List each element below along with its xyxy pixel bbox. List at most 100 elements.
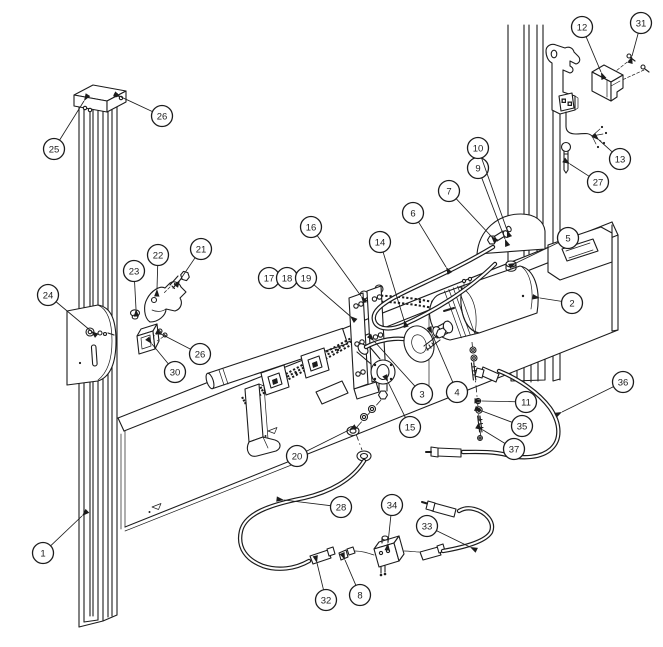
elbow-fitting bbox=[356, 343, 396, 400]
leader-line bbox=[306, 424, 357, 452]
callout-number: 2 bbox=[569, 298, 574, 309]
callout-17-10: 17 bbox=[257, 266, 281, 290]
leader-line bbox=[455, 198, 499, 244]
callout-balloon bbox=[401, 201, 425, 225]
callout-balloon bbox=[466, 136, 490, 160]
callout-number: 34 bbox=[387, 500, 398, 511]
callout-number: 1 bbox=[40, 548, 45, 559]
callout-balloon bbox=[36, 283, 60, 307]
leader-line bbox=[418, 221, 453, 275]
callout-35-26: 35 bbox=[474, 405, 534, 438]
callout-28-32: 28 bbox=[276, 495, 353, 519]
leader-line bbox=[59, 93, 91, 141]
j-hook-bracket bbox=[244, 383, 281, 457]
hose-loop bbox=[371, 244, 498, 331]
callout-number: 23 bbox=[129, 266, 140, 277]
callout-32-35: 32 bbox=[312, 555, 338, 612]
callout-balloon bbox=[556, 226, 580, 250]
callout-2-23: 2 bbox=[532, 291, 584, 315]
leader-line bbox=[474, 405, 513, 423]
stop-block bbox=[136, 323, 168, 355]
leader-line bbox=[532, 294, 562, 302]
callout-balloon bbox=[150, 104, 174, 128]
callout-14-13: 14 bbox=[368, 230, 409, 328]
leader-line bbox=[481, 177, 511, 247]
callout-balloon bbox=[285, 444, 309, 468]
callout-20-31: 20 bbox=[285, 424, 357, 468]
callout-balloon bbox=[510, 414, 534, 438]
callout-balloon bbox=[611, 370, 635, 394]
callout-balloon bbox=[31, 541, 55, 565]
callout-number: 9 bbox=[475, 163, 480, 174]
column-latch-bracket bbox=[545, 43, 581, 115]
leader-line bbox=[474, 398, 516, 404]
clevis-pin bbox=[560, 141, 572, 174]
latch-washer bbox=[129, 309, 141, 320]
callout-number: 22 bbox=[153, 250, 164, 261]
leader-line bbox=[276, 496, 331, 507]
leader-line bbox=[316, 235, 368, 304]
callout-balloon bbox=[570, 15, 594, 39]
callout-23-4: 23 bbox=[122, 259, 146, 317]
callout-10-17: 10 bbox=[466, 136, 513, 238]
callout-number: 5 bbox=[565, 233, 570, 244]
callout-balloon bbox=[189, 237, 213, 261]
callout-number: 3 bbox=[419, 389, 424, 400]
callout-balloon bbox=[348, 583, 372, 607]
callout-22-5: 22 bbox=[146, 243, 170, 297]
callout-31-19: 31 bbox=[627, 11, 653, 64]
callout-balloon bbox=[163, 360, 187, 384]
callout-balloon bbox=[188, 342, 212, 366]
wire-harness bbox=[565, 111, 608, 149]
leader-line bbox=[339, 552, 357, 586]
callout-balloon bbox=[586, 170, 610, 194]
callout-balloon bbox=[437, 179, 461, 203]
callout-balloon bbox=[294, 266, 318, 290]
callout-1-0: 1 bbox=[31, 508, 90, 565]
leader-line bbox=[50, 508, 90, 547]
leader-line bbox=[55, 301, 99, 338]
callout-balloon bbox=[410, 382, 434, 406]
leader-line bbox=[436, 530, 478, 553]
callout-24-3: 24 bbox=[36, 283, 99, 338]
callout-balloon bbox=[398, 415, 422, 439]
callout-4-29: 4 bbox=[426, 326, 469, 404]
callout-balloon bbox=[146, 243, 170, 267]
callout-5-22: 5 bbox=[508, 226, 580, 269]
callout-balloon bbox=[380, 493, 404, 517]
leader-line bbox=[508, 242, 559, 269]
leader-line bbox=[585, 36, 607, 80]
callout-number: 25 bbox=[49, 144, 60, 155]
callout-balloon bbox=[329, 495, 353, 519]
callout-36-24: 36 bbox=[554, 370, 635, 418]
callout-number: 13 bbox=[615, 154, 626, 165]
callout-number: 16 bbox=[306, 222, 317, 233]
power-unit bbox=[403, 260, 539, 363]
switch-box-screws bbox=[615, 53, 650, 81]
callout-number: 33 bbox=[422, 521, 433, 532]
callout-number: 30 bbox=[170, 367, 181, 378]
callout-balloon bbox=[514, 390, 538, 414]
callout-33-34: 33 bbox=[415, 514, 478, 553]
callout-30-8: 30 bbox=[145, 336, 187, 384]
callout-number: 11 bbox=[521, 397, 531, 408]
hose-36 bbox=[425, 366, 561, 460]
lift-cylinder-tube bbox=[205, 327, 349, 390]
callout-18-11: 18 bbox=[275, 266, 299, 290]
callout-number: 31 bbox=[636, 18, 647, 29]
callout-balloon bbox=[314, 588, 338, 612]
callout-26-7: 26 bbox=[155, 329, 212, 366]
callout-number: 36 bbox=[618, 377, 629, 388]
callout-25-1: 25 bbox=[42, 93, 91, 161]
column-cap bbox=[73, 84, 127, 113]
leader-line bbox=[554, 386, 614, 418]
leader-line bbox=[133, 281, 140, 317]
callout-number: 15 bbox=[405, 422, 416, 433]
callout-number: 26 bbox=[157, 111, 168, 122]
hose-33 bbox=[419, 500, 495, 561]
callout-balloon bbox=[122, 259, 146, 283]
manifold-block bbox=[373, 535, 420, 577]
leader-line bbox=[155, 329, 191, 350]
